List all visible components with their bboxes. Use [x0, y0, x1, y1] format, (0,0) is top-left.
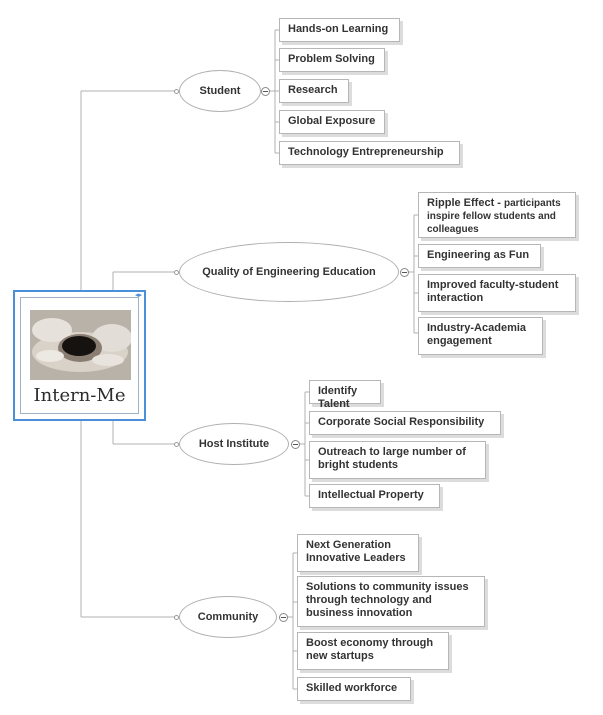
branch-label: Host Institute	[198, 438, 270, 450]
leaf-boost-economy-startups[interactable]: Boost economy through new startups	[297, 632, 449, 670]
leaf-text: Technology Entrepreneurship	[288, 146, 444, 158]
leaf-text: Outreach to large number of bright stude…	[318, 446, 466, 471]
leaf-text: Improved faculty-student interaction	[427, 279, 559, 304]
leaf-text: Identify Talent	[318, 385, 358, 410]
branch-connector-dot	[174, 270, 179, 275]
leaf-text: Next Generation Innovative Leaders	[306, 539, 406, 564]
leaf-text: Boost economy through new startups	[306, 637, 434, 662]
collapse-minus-icon[interactable]	[261, 87, 270, 96]
leaf-improved-faculty-student-interaction[interactable]: Improved faculty-student interaction	[418, 274, 576, 312]
leaf-solutions-community-issues[interactable]: Solutions to community issues through te…	[297, 576, 485, 627]
branch-community[interactable]: Community	[179, 596, 277, 638]
leaf-text: Skilled workforce	[306, 682, 398, 694]
leaf-ripple-effect[interactable]: Ripple Effect - participants inspire fel…	[418, 192, 576, 238]
leaf-next-generation-innovative-leaders[interactable]: Next Generation Innovative Leaders	[297, 534, 419, 572]
leaf-text: Industry-Academia engagement	[427, 322, 527, 347]
collapse-minus-icon[interactable]	[400, 268, 409, 277]
leaf-research[interactable]: Research	[279, 79, 349, 103]
leaf-skilled-workforce[interactable]: Skilled workforce	[297, 677, 411, 701]
branch-connector-dot	[174, 442, 179, 447]
leaf-technology-entrepreneurship[interactable]: Technology Entrepreneurship	[279, 141, 460, 165]
leaf-text: Ripple Effect -	[427, 197, 505, 209]
leaf-subtext: participants inspire fellow students and…	[427, 198, 561, 235]
leaf-identify-talent[interactable]: Identify Talent	[309, 380, 381, 410]
branch-label: Quality of Engineering Education	[202, 266, 376, 278]
branch-host-institute[interactable]: Host Institute	[179, 423, 289, 465]
collapse-minus-icon[interactable]	[291, 440, 300, 449]
branch-label: Student	[199, 85, 241, 97]
leaf-text: Corporate Social Responsibility	[318, 416, 485, 428]
central-topic[interactable]: ◂▸ Intern-Me	[13, 290, 146, 421]
branch-connector-dot	[174, 89, 179, 94]
leaf-industry-academia-engagement[interactable]: Industry-Academia engagement	[418, 317, 543, 355]
leaf-text: Intellectual Property	[318, 489, 424, 501]
leaf-intellectual-property[interactable]: Intellectual Property	[309, 484, 440, 508]
leaf-outreach-bright-students[interactable]: Outreach to large number of bright stude…	[309, 441, 486, 479]
leaf-text: Engineering as Fun	[427, 249, 530, 261]
central-topic-title: Intern-Me	[33, 385, 126, 406]
branch-student[interactable]: Student	[179, 70, 261, 112]
leaf-text: Research	[288, 84, 338, 96]
leaf-text: Global Exposure	[288, 115, 376, 127]
collapse-minus-icon[interactable]	[279, 613, 288, 622]
branch-quality-of-engineering-education[interactable]: Quality of Engineering Education	[179, 242, 399, 302]
branch-connector-dot	[174, 615, 179, 620]
leaf-text: Solutions to community issues through te…	[306, 581, 469, 619]
leaf-engineering-as-fun[interactable]: Engineering as Fun	[418, 244, 541, 268]
leaf-global-exposure[interactable]: Global Exposure	[279, 110, 385, 134]
collapse-arrows-icon[interactable]: ◂▸	[134, 292, 142, 299]
central-topic-frame	[20, 297, 139, 414]
branch-label: Community	[197, 611, 259, 623]
leaf-hands-on-learning[interactable]: Hands-on Learning	[279, 18, 400, 42]
leaf-problem-solving[interactable]: Problem Solving	[279, 48, 385, 72]
leaf-corporate-social-responsibility[interactable]: Corporate Social Responsibility	[309, 411, 501, 435]
leaf-text: Problem Solving	[288, 53, 375, 65]
leaf-text: Hands-on Learning	[288, 23, 389, 35]
clay-pottery-image	[30, 310, 131, 380]
